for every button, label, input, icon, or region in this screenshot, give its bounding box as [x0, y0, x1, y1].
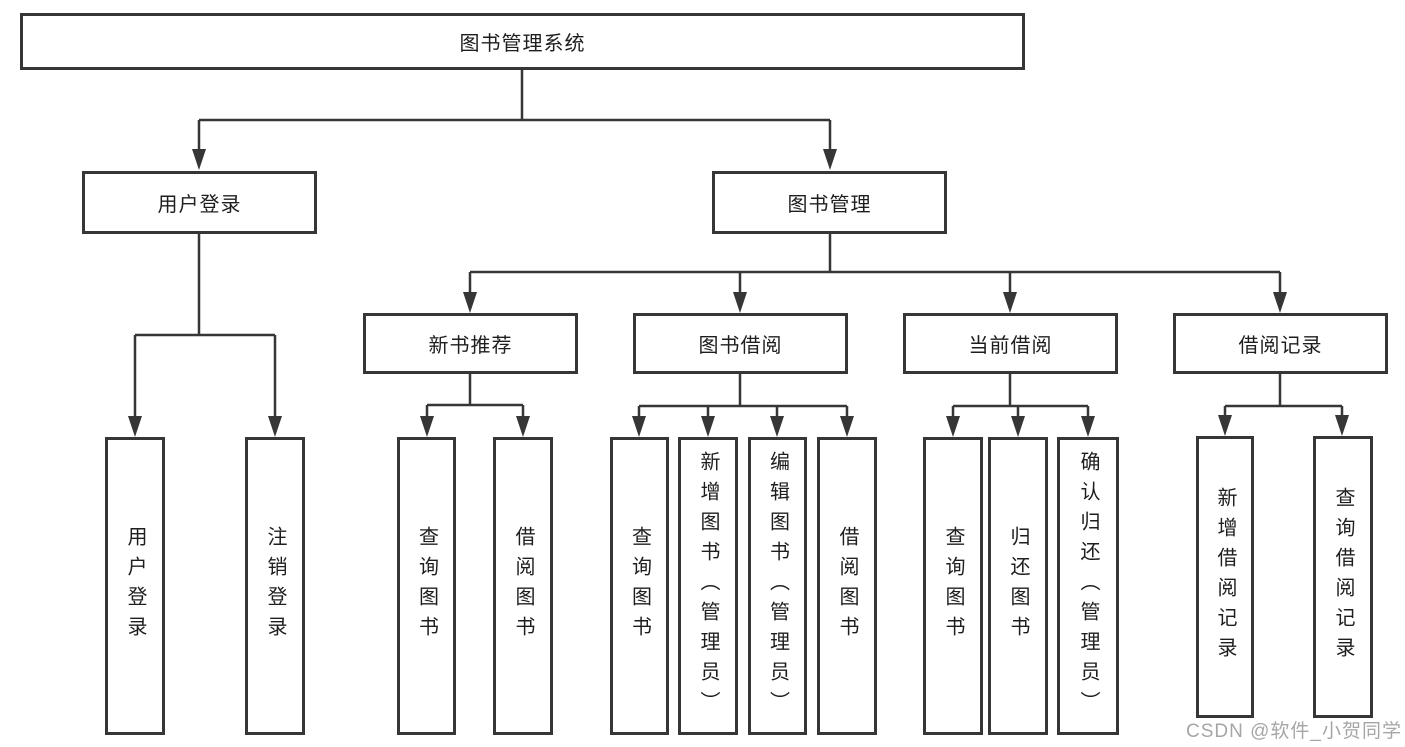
node-user-login: 用户登录 [82, 171, 317, 234]
leaf-label: 新增图书（管理员） [697, 451, 719, 721]
node-new-book-recommend-label: 新书推荐 [428, 335, 513, 357]
leaf-borrow-books: 借阅图书 [817, 437, 877, 735]
node-current-borrow-label: 当前借阅 [968, 335, 1053, 357]
leaf-borrow-books-recommend: 借阅图书 [493, 437, 553, 735]
arrowhead-icon [1011, 416, 1025, 437]
watermark: CSDN @软件_小贺同学 [1186, 721, 1402, 742]
arrowhead-icon [192, 149, 206, 170]
node-book-borrow-label: 图书借阅 [698, 335, 783, 357]
node-book-borrow: 图书借阅 [633, 313, 848, 374]
node-book-management: 图书管理 [712, 171, 947, 234]
arrowhead-icon [733, 292, 747, 313]
arrowhead-icon [701, 416, 715, 437]
arrowhead-icon [420, 416, 434, 437]
leaf-label: 查询图书 [415, 526, 438, 646]
arrowhead-icon [840, 416, 854, 437]
leaf-label: 查询借阅记录 [1332, 487, 1354, 667]
node-root-label: 图书管理系统 [459, 33, 586, 55]
node-user-login-label: 用户登录 [157, 194, 242, 216]
node-root: 图书管理系统 [20, 13, 1025, 70]
arrowhead-icon [128, 416, 142, 437]
leaf-label: 查询图书 [942, 526, 964, 646]
leaf-label: 用户登录 [124, 526, 146, 646]
leaf-edit-books-admin: 编辑图书（管理员） [748, 437, 807, 735]
arrowhead-icon [823, 149, 837, 170]
leaf-label: 注销登录 [264, 526, 286, 646]
arrowhead-icon [1218, 415, 1232, 436]
arrowhead-icon [268, 416, 282, 437]
leaf-label: 编辑图书（管理员） [766, 451, 789, 721]
arrowhead-icon [1335, 415, 1349, 436]
arrowhead-icon [770, 416, 784, 437]
leaf-label: 查询图书 [628, 526, 651, 646]
leaf-return-books: 归还图书 [988, 437, 1048, 735]
leaf-label: 新增借阅记录 [1214, 487, 1236, 667]
node-borrow-records-label: 借阅记录 [1238, 335, 1323, 357]
leaf-label: 确认归还（管理员） [1077, 451, 1099, 721]
node-borrow-records: 借阅记录 [1173, 313, 1388, 374]
tree-edges [133, 70, 1344, 421]
arrowhead-icon [946, 416, 960, 437]
node-book-management-label: 图书管理 [787, 194, 872, 216]
arrowheads [128, 149, 1349, 437]
leaf-label: 借阅图书 [836, 526, 858, 646]
arrowhead-icon [632, 416, 646, 437]
node-new-book-recommend: 新书推荐 [363, 313, 578, 374]
leaf-add-borrow-record: 新增借阅记录 [1196, 436, 1254, 718]
arrowhead-icon [1003, 292, 1017, 313]
leaf-confirm-return-admin: 确认归还（管理员） [1057, 437, 1119, 735]
leaf-logout: 注销登录 [245, 437, 305, 735]
leaf-user-login: 用户登录 [105, 437, 165, 735]
leaf-query-borrow-record: 查询借阅记录 [1313, 436, 1373, 718]
leaf-label: 归还图书 [1007, 526, 1029, 646]
leaf-query-books-recommend: 查询图书 [397, 437, 456, 735]
arrowhead-icon [1273, 292, 1287, 313]
arrowhead-icon [1081, 416, 1095, 437]
arrowhead-icon [516, 416, 530, 437]
node-current-borrow: 当前借阅 [903, 313, 1118, 374]
arrowhead-icon [463, 292, 477, 313]
leaf-add-books-admin: 新增图书（管理员） [678, 437, 738, 735]
leaf-query-books-borrow: 查询图书 [610, 437, 669, 735]
leaf-query-books-current: 查询图书 [923, 437, 983, 735]
leaf-label: 借阅图书 [512, 526, 534, 646]
